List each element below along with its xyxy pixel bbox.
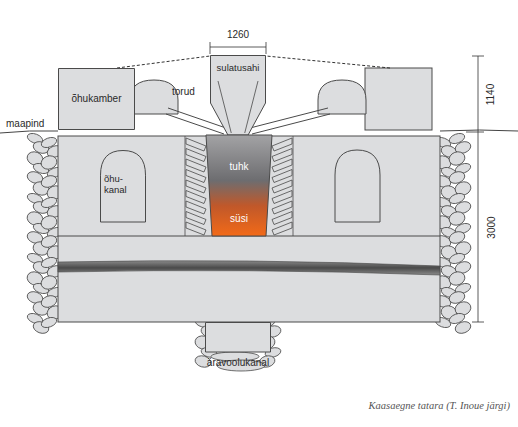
illustration-part: [272, 159, 292, 172]
part-name: torud: [172, 86, 195, 97]
illustration-part: [186, 201, 206, 214]
smelting-furnace: sulatusahi: [210, 55, 266, 135]
part-name: maapind: [6, 118, 44, 129]
illustration-part: [186, 170, 206, 183]
dimension: 3000: [486, 216, 497, 238]
illustration-part: [272, 212, 292, 225]
illustration-part: [335, 150, 380, 222]
illustration-part: [40, 316, 58, 330]
illustration-part: [250, 108, 330, 134]
illustration-part: [186, 138, 206, 151]
illustration-part: [58, 136, 440, 322]
illustration-part: [0, 131, 58, 133]
node-shape: [206, 135, 272, 236]
illustration-part: [210, 47, 266, 48]
node-shape: [101, 151, 146, 223]
node-label: õhu- kanal: [104, 174, 138, 196]
illustration-part: [186, 212, 206, 225]
node-label: tuhk: [206, 161, 272, 173]
illustration-part: [272, 201, 292, 214]
dimension: 1140: [485, 83, 496, 105]
illustration-part: [478, 56, 479, 322]
illustration-part: [454, 320, 473, 336]
caption: Kaasaegne tatara (T. Inoue järgi): [369, 400, 510, 411]
illustration-part: [272, 191, 292, 204]
node-label: süsi: [206, 213, 272, 225]
illustration-part: [186, 191, 206, 204]
illustration-part: [185, 136, 186, 236]
illustration-part: [272, 222, 292, 235]
illustration-part: [58, 261, 440, 275]
illustration-part: [293, 136, 294, 236]
furnace-inner-wall: [218, 81, 258, 133]
air-chamber: õhukamber: [58, 68, 135, 130]
illustration-part: [466, 132, 484, 133]
illustration-part: [266, 42, 267, 54]
illustration-part: [472, 322, 484, 323]
dimension: 1260: [227, 29, 249, 40]
dashed-connector: [117, 56, 210, 68]
illustration-part: [440, 130, 518, 131]
illustration-part: [210, 42, 211, 54]
illustration-part: [266, 56, 390, 68]
node-shape: [59, 69, 135, 130]
illustration-part: [272, 170, 292, 183]
drain-channel: äravoolukanal: [205, 322, 271, 376]
illustration-part: [186, 159, 206, 172]
air-channel: õhu- kanal: [100, 150, 146, 222]
illustration-part: [186, 180, 206, 193]
node-label: õhukamber: [58, 93, 135, 105]
illustration-part: [272, 138, 292, 151]
node-label: sulatusahi: [206, 63, 270, 74]
furnace-pit: tuhk süsi: [206, 135, 272, 236]
node-label: äravoolukanal: [185, 357, 291, 369]
illustration-part: [272, 180, 292, 193]
illustration-part: [186, 149, 206, 162]
illustration-part: [472, 56, 484, 57]
illustration-part: [365, 68, 432, 130]
illustration-part: [186, 222, 206, 235]
node-shape: [206, 323, 271, 353]
illustration-part: [25, 132, 472, 371]
illustration-part: [272, 149, 292, 162]
